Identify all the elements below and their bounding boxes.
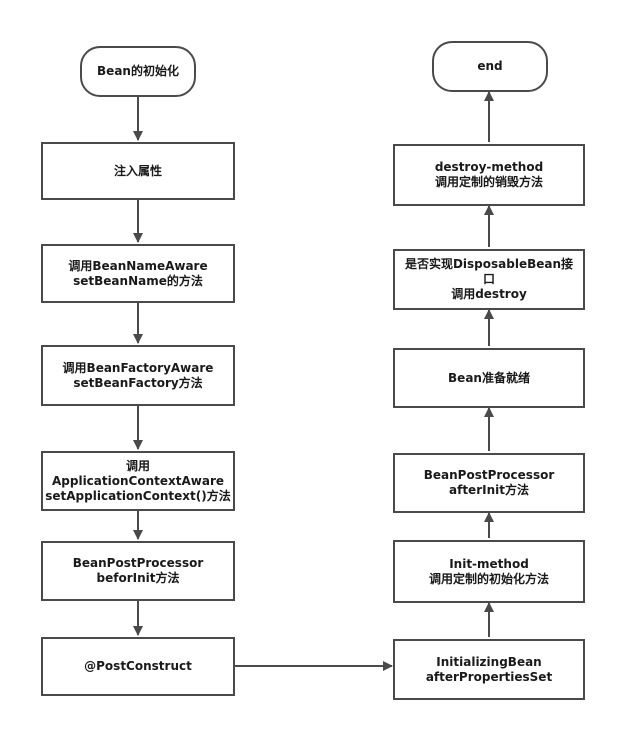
node-inject-properties: 注入属性 — [41, 142, 235, 200]
node-after-init: BeanPostProcessor afterInit方法 — [393, 453, 585, 513]
node-text: setBeanName的方法 — [73, 273, 203, 288]
node-post-construct: @PostConstruct — [41, 637, 235, 696]
node-bean-init-start: Bean的初始化 — [80, 46, 196, 97]
node-text: 调用BeanFactoryAware — [62, 360, 214, 375]
node-application-context-aware: 调用 ApplicationContextAware setApplicatio… — [41, 451, 235, 511]
node-text: 调用定制的初始化方法 — [428, 571, 549, 586]
node-text: beforInit方法 — [96, 571, 180, 585]
node-text: afterInit方法 — [449, 483, 529, 497]
node-text: 是否实现DisposableBean接 — [404, 257, 574, 271]
node-text: BeanPostProcessor — [423, 468, 555, 482]
node-text: BeanPostProcessor — [72, 556, 204, 570]
node-text: Bean的初始化 — [97, 64, 179, 78]
node-text: Init-method — [449, 556, 529, 571]
node-init-method: Init-method 调用定制的初始化方法 — [393, 540, 585, 603]
node-text: InitializingBean — [436, 654, 542, 669]
node-before-init: BeanPostProcessor beforInit方法 — [41, 541, 235, 601]
node-text: Bean准备就绪 — [448, 370, 530, 385]
node-text: 注入属性 — [113, 163, 162, 178]
node-bean-name-aware: 调用BeanNameAware setBeanName的方法 — [41, 244, 235, 303]
node-text: 调用destroy — [451, 287, 527, 301]
node-text: setBeanFactory方法 — [73, 375, 203, 390]
node-bean-ready: Bean准备就绪 — [393, 348, 585, 408]
node-text: 调用BeanNameAware — [68, 258, 208, 273]
node-initializing-bean: InitializingBean afterPropertiesSet — [393, 639, 585, 700]
node-text: end — [477, 59, 503, 73]
node-text: 调用 — [125, 458, 150, 473]
node-destroy-method: destroy-method 调用定制的销毁方法 — [393, 144, 585, 206]
node-text: destroy-method — [434, 160, 544, 174]
node-text: 调用定制的销毁方法 — [434, 175, 543, 189]
node-text: @PostConstruct — [84, 659, 192, 673]
node-text: afterPropertiesSet — [425, 669, 553, 684]
node-text: ApplicationContextAware — [51, 473, 224, 488]
node-text: setApplicationContext()方法 — [45, 488, 231, 503]
node-bean-factory-aware: 调用BeanFactoryAware setBeanFactory方法 — [41, 345, 235, 406]
node-text: 口 — [482, 272, 495, 286]
node-end: end — [432, 41, 548, 92]
node-disposable-bean: 是否实现DisposableBean接 口 调用destroy — [393, 249, 585, 310]
